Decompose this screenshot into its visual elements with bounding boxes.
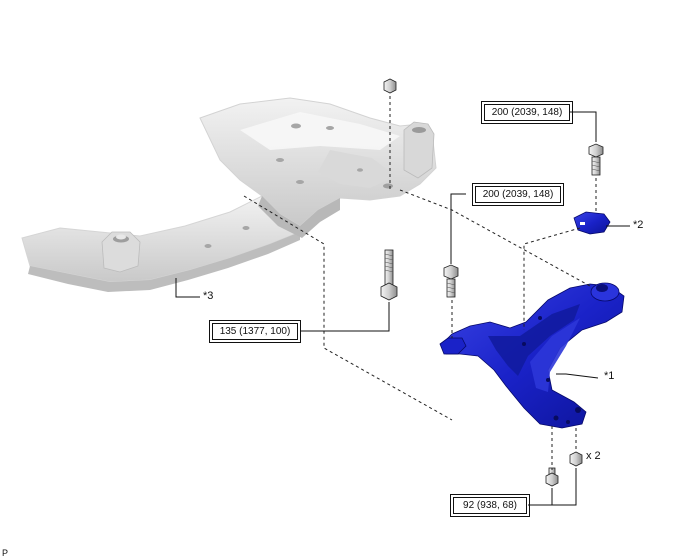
torque-label-bracket-bolt: 200 (2039, 148) <box>481 101 573 124</box>
quantity-label: x 2 <box>586 450 601 462</box>
callout-lower-arm: *1 <box>604 370 615 382</box>
arm-front-bolt <box>443 264 459 298</box>
corner-mark: P <box>2 548 9 558</box>
alignment-lines <box>243 96 597 470</box>
torque-label-ball-joint-fasteners: 92 (938, 68) <box>450 494 530 517</box>
front-lower-arm <box>439 282 625 429</box>
arm-rear-bolt <box>380 249 398 301</box>
ball-joint-bolt <box>545 467 559 487</box>
ball-joint-nut <box>569 451 583 467</box>
lower-arm-bracket <box>573 211 611 235</box>
torque-label-arm-rear-bolt: 135 (1377, 100) <box>209 320 301 343</box>
bracket-bolt <box>588 143 604 176</box>
leader-lines <box>175 111 630 506</box>
callout-bracket: *2 <box>633 219 644 231</box>
torque-label-arm-front-bolt: 200 (2039, 148) <box>472 183 564 206</box>
callout-crossmember: *3 <box>203 290 214 302</box>
crossmember-top-nut <box>383 78 397 94</box>
front-crossmember <box>21 97 437 292</box>
